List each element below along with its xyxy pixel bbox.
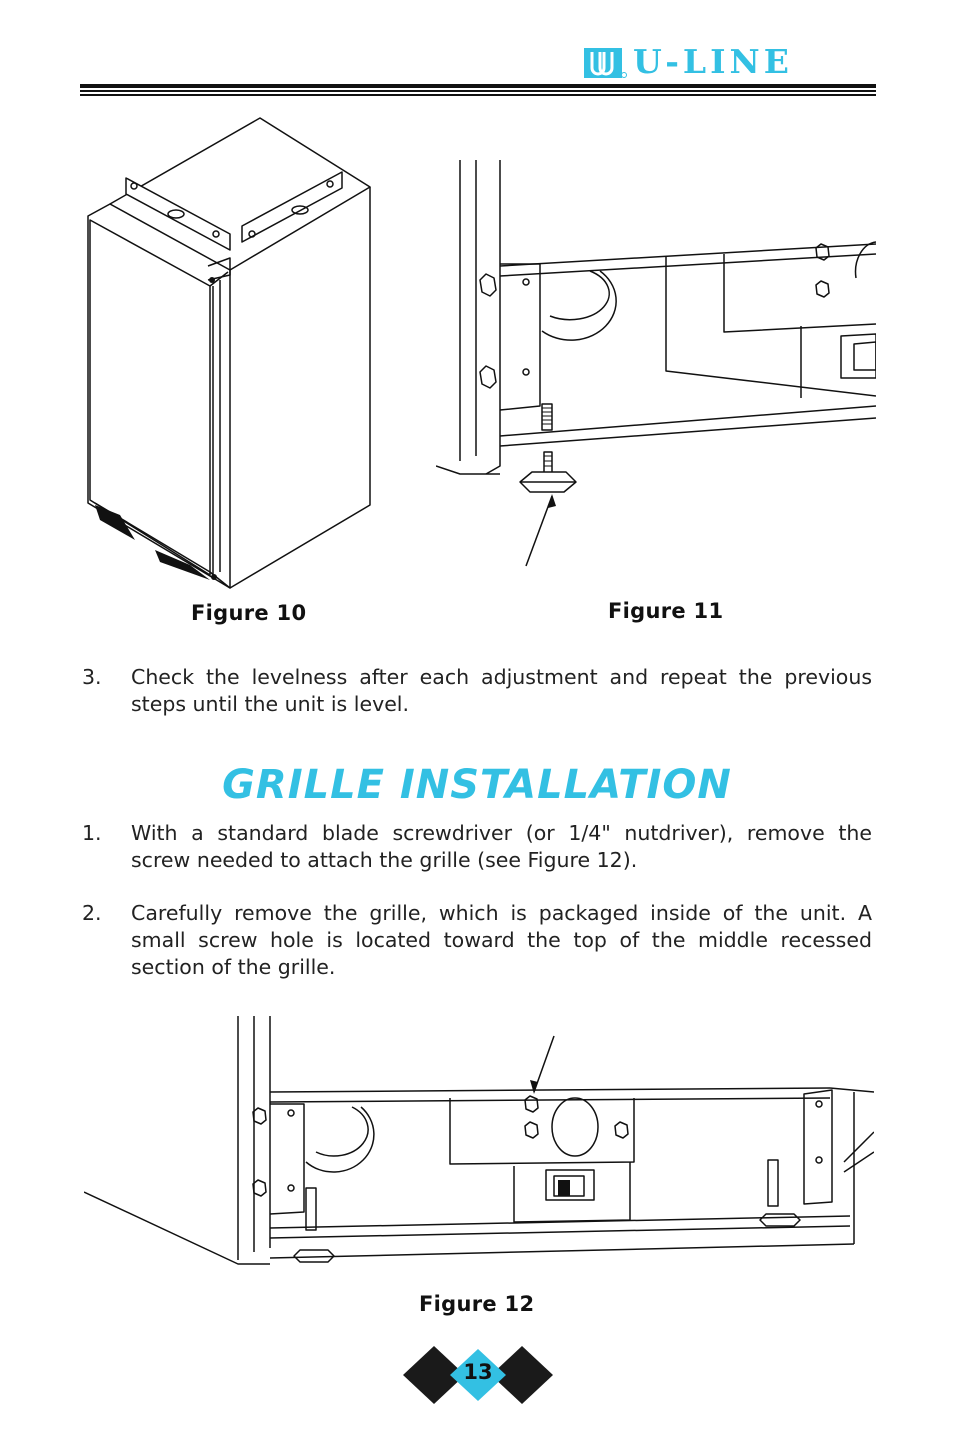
page-number-badge: 13 (400, 1346, 556, 1404)
diamond-ornament-icon (403, 1346, 553, 1404)
header-divider (80, 84, 876, 98)
section-heading: GRILLE INSTALLATION (222, 762, 732, 808)
u-line-logo-mark-icon (584, 48, 627, 78)
step-text: With a standard blade screwdriver (or 1/… (131, 821, 872, 872)
step-number: 2. (82, 901, 102, 925)
step-item: 1. With a standard blade screwdriver (or… (82, 820, 872, 880)
brand-logo: U-LINE (583, 42, 875, 82)
step-number: 3. (82, 665, 102, 689)
figure-11-caption: Figure 11 (608, 599, 724, 623)
step-text: Carefully remove the grille, which is pa… (131, 901, 872, 979)
step-item: 2. Carefully remove the grille, which is… (82, 900, 872, 985)
figure-11-illustration (436, 160, 876, 567)
figure-12-illustration (84, 1016, 874, 1265)
step-number: 1. (82, 821, 102, 845)
figure-10-illustration (87, 117, 371, 589)
figure-12-caption: Figure 12 (419, 1292, 535, 1316)
step-item: 3. Check the levelness after each adjust… (82, 664, 872, 724)
brand-name: U-LINE (633, 42, 793, 81)
step-text: Check the levelness after each adjustmen… (131, 665, 872, 716)
figure-10-caption: Figure 10 (191, 601, 307, 625)
page-number: 13 (463, 1360, 493, 1384)
